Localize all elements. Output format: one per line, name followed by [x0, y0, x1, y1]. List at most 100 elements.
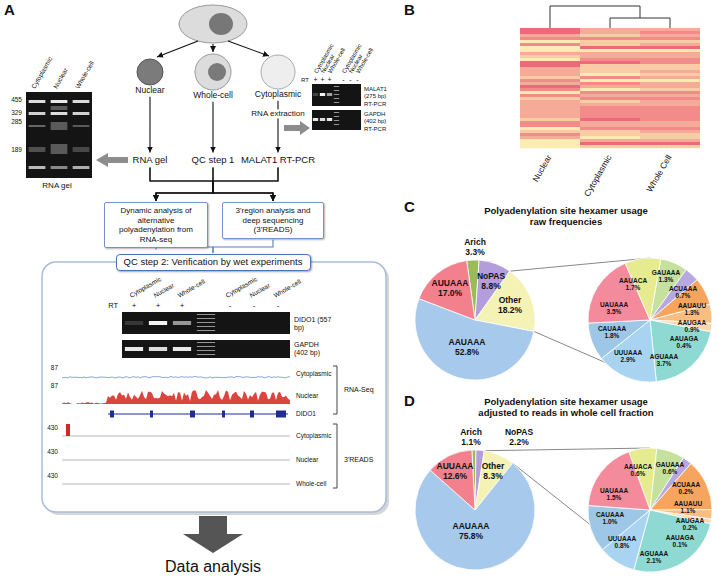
rt-sign: - — [229, 301, 232, 310]
flow-arrow — [183, 516, 243, 553]
heatmap-cell — [580, 133, 640, 136]
gene-exon — [190, 411, 195, 418]
connector — [149, 97, 150, 153]
verification-panel — [42, 262, 386, 512]
slice-label: GAUAAA 0.6% — [654, 461, 686, 476]
heatmap-cell — [640, 118, 700, 121]
slice-label: AAUGAA 0.2% — [674, 517, 706, 532]
size-marker: 329 — [11, 109, 22, 116]
panel-letter: D — [404, 392, 415, 409]
rt-pcr-gel — [312, 110, 361, 130]
heatmap-cell — [580, 28, 640, 31]
heatmap-cell — [520, 145, 580, 148]
coverage-track — [62, 377, 290, 379]
heatmap-cell — [580, 124, 640, 127]
process-box: Dynamic analysis of alternative polyaden… — [104, 202, 208, 248]
gel-band — [334, 116, 339, 117]
heatmap-cell — [580, 76, 640, 79]
fraction-shape — [245, 54, 311, 90]
heatmap-cell — [520, 76, 580, 79]
gel-band — [149, 347, 167, 351]
rt-sign: - — [253, 301, 256, 310]
gel-band — [29, 147, 46, 152]
gene-exon — [110, 411, 114, 418]
size-marker: 285 — [11, 118, 22, 125]
rt-pcr-gel — [122, 340, 290, 358]
rt-sign: + — [313, 76, 317, 84]
pie-slice — [430, 450, 475, 510]
slice-label: ACUAAA 0.7% — [667, 285, 699, 300]
slice-label: NoPAS 2.2% — [498, 428, 540, 448]
fraction-outline — [137, 59, 163, 85]
heatmap-cell — [640, 100, 700, 103]
heatmap-cell — [580, 79, 640, 82]
heatmap-cell — [640, 136, 700, 139]
chart-title: Polyadenylation site hexamer usage adjus… — [473, 397, 659, 419]
fraction-node: Nuclear — [117, 58, 183, 96]
outcome-label: Data analysis — [165, 558, 261, 576]
gel-band — [29, 100, 46, 103]
slice-label: AAUACA 1.7% — [617, 277, 649, 292]
fraction-shape — [117, 58, 183, 86]
heatmap-cell — [640, 37, 700, 40]
scale-value: 430 — [47, 424, 58, 431]
fraction-arrow — [228, 41, 269, 56]
nucleus — [209, 13, 233, 35]
heatmap-cell — [520, 88, 580, 91]
heatmap-cell — [640, 88, 700, 91]
heatmap-cell — [580, 94, 640, 97]
panel-letter: C — [404, 198, 415, 215]
slice-label: AGUAAA 2.1% — [638, 550, 670, 565]
rt-sign: + — [180, 301, 185, 310]
heatmap-cell — [580, 97, 640, 100]
heatmap-cell — [580, 43, 640, 46]
slice-label: Arich 3.3% — [454, 238, 496, 258]
gel-band — [197, 326, 215, 327]
gel-band — [29, 112, 46, 115]
gene-label: DIDO1 — [296, 410, 316, 417]
heatmap-cell — [580, 70, 640, 73]
heatmap-cell — [640, 127, 700, 130]
heatmap-cell — [640, 64, 700, 67]
nucleus — [208, 63, 226, 81]
cell-illustration — [179, 5, 247, 43]
gel-band — [173, 347, 191, 351]
rt-sign: - — [349, 76, 351, 84]
rt-sign: + — [320, 76, 324, 84]
rt-label: RT — [301, 77, 309, 84]
heatmap-cell — [520, 58, 580, 61]
heatmap-cell — [580, 85, 640, 88]
gel-band — [197, 314, 215, 315]
heatmap-cell — [580, 145, 640, 148]
heatmap-cell — [640, 58, 700, 61]
heatmap-cell — [640, 76, 700, 79]
gel-band — [327, 93, 332, 96]
slice-label: UAUAAA 3.5% — [598, 301, 630, 316]
heatmap-cell — [580, 37, 640, 40]
heatmap-cell — [580, 127, 640, 130]
gel-band — [197, 354, 215, 355]
pointer-arrow — [284, 121, 310, 135]
coverage-track — [62, 390, 290, 404]
heatmap-cell — [640, 73, 700, 76]
panel-letter: A — [4, 1, 15, 18]
slice-label: Other 18.2% — [490, 296, 530, 316]
connector — [213, 167, 278, 201]
heatmap-cell — [580, 136, 640, 139]
slice-label: AAUAAA 52.8% — [447, 338, 487, 358]
gene-label: MALAT1 (275 bp) — [364, 86, 398, 100]
slice-label: ACUAAA 0.2% — [670, 481, 702, 496]
fraction-outline — [195, 54, 231, 90]
gene-label: GAPDH (402 bp) — [364, 111, 398, 125]
rt-sign: + — [327, 76, 331, 84]
heatmap-cell — [520, 127, 580, 130]
gene-label: DIDO1 (557 bp) — [294, 316, 334, 332]
heatmap-cell — [580, 100, 640, 103]
heatmap-cell — [640, 133, 700, 136]
heatmap-cell — [580, 142, 640, 145]
heatmap-cell — [640, 142, 700, 145]
heatmap-cell — [640, 94, 700, 97]
heatmap-cell — [520, 85, 580, 88]
heatmap-cell — [640, 106, 700, 109]
fraction-node: Cytoplasmic — [245, 54, 311, 100]
